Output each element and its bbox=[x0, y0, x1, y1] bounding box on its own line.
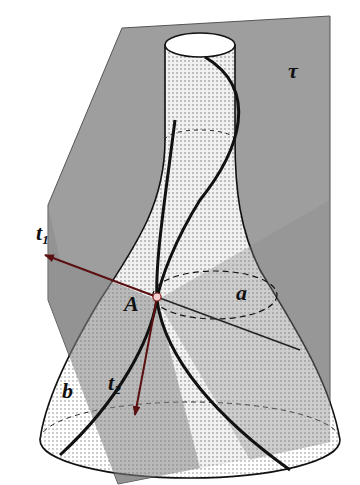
vector-label: t₂ bbox=[108, 372, 122, 394]
curve-label: b bbox=[62, 380, 73, 402]
point-label: A bbox=[124, 293, 139, 315]
vector-label: t₁ bbox=[36, 222, 50, 244]
plane-label: τ bbox=[288, 60, 298, 82]
curve-label: a bbox=[236, 282, 247, 304]
